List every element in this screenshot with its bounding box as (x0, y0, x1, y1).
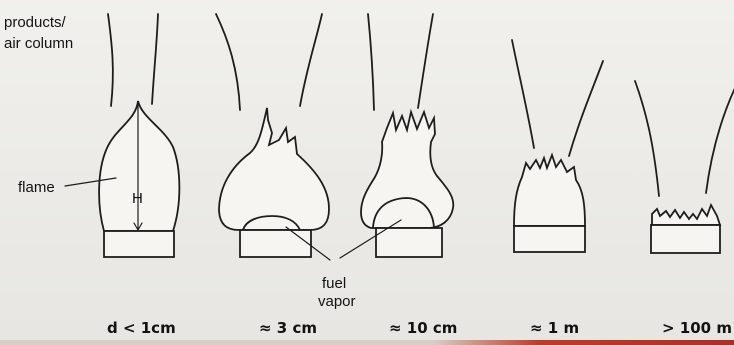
flame-3-outline (361, 112, 453, 228)
products-air-column-label-line-1: products/ (4, 14, 67, 31)
caption-approx-10cm: ≈ 10 cm (389, 319, 457, 337)
products-column-line-3-left (368, 14, 374, 110)
flame-4-group (514, 155, 585, 252)
products-column-line-2-left (216, 14, 240, 110)
fuel-vapor-label-line-2: vapor (318, 293, 356, 310)
flame-label: flame (18, 179, 55, 196)
flame-3-group (361, 112, 453, 257)
height-label: H (132, 190, 143, 207)
flame-5-group (651, 205, 720, 253)
flame-2-group (219, 108, 329, 257)
caption-d-less-than-1cm: d < 1cm (107, 319, 176, 337)
products-column-line-1-left (108, 14, 113, 106)
products-air-column-label-line-2: air column (4, 35, 73, 52)
products-column-line-3-right (418, 14, 433, 108)
flame-3-burner (376, 228, 442, 257)
flame-5-flame-tips (652, 205, 720, 225)
products-column-line-4-left (512, 40, 534, 148)
products-column-line-5-right (706, 88, 734, 193)
flame-4-outline (514, 155, 585, 226)
products-column-line-5-left (635, 81, 659, 196)
products-column-line-4-right (569, 61, 603, 156)
flame-1-burner (104, 231, 174, 257)
caption-approx-3cm: ≈ 3 cm (259, 319, 317, 337)
flame-2-outline (219, 108, 329, 230)
products-column-line-1-right (152, 14, 158, 104)
caption-approx-1m: ≈ 1 m (530, 319, 579, 337)
fuel-vapor-label-line-1: fuel (322, 275, 346, 292)
flame-4-burner (514, 226, 585, 252)
bottom-accent-strip (0, 340, 734, 345)
flame-2-burner (240, 230, 311, 257)
flame-5-burner (651, 225, 720, 253)
caption-greater-than-100m: > 100 m (662, 319, 732, 337)
products-column-line-2-right (300, 14, 322, 106)
flame-1-outline (99, 101, 179, 231)
